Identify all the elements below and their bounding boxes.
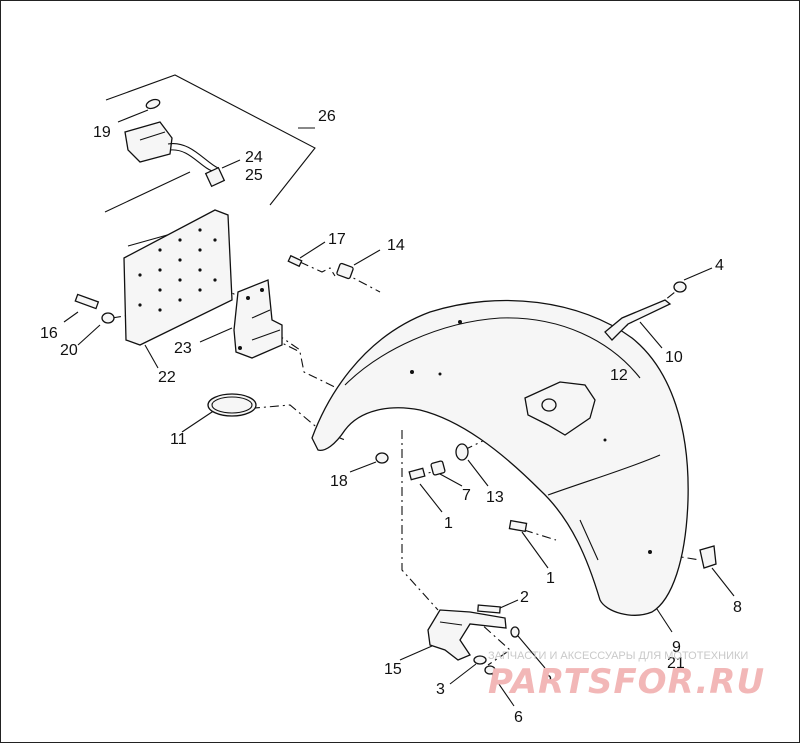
callout-labels: 26 19 24 25 17 14 4 16 20 23 22 10 12 11… [40,108,742,726]
watermark-brand: PARTSFOR.RU [488,662,765,702]
nut-18 [375,452,389,464]
callout-7: 7 [462,487,471,504]
nut-4 [673,281,687,293]
callout-1b: 1 [546,570,555,587]
washer-3 [473,655,487,665]
watermark-tagline: ЗАПЧАСТИ И АКСЕССУАРЫ ДЛЯ МОТОТЕХНИКИ [488,650,748,662]
washer-5 [510,626,520,638]
bolt-16 [74,293,100,310]
washer-13 [455,443,469,461]
callout-9: 9 [672,639,681,656]
tail-lamp-assembly [124,98,226,188]
screw-17 [287,254,303,268]
callout-3: 3 [436,681,445,698]
callout-15: 15 [384,661,402,678]
callout-26: 26 [318,108,336,125]
callout-10: 10 [665,349,683,366]
callout-17: 17 [328,231,346,248]
callout-21: 21 [667,655,685,672]
lower-bracket [427,609,507,661]
mount-bracket [233,279,283,359]
nut-6 [484,665,496,675]
screw-1b [508,519,528,533]
callout-22: 22 [158,369,176,386]
clip-8 [699,545,717,569]
rear-fender [311,299,689,616]
fender-strap [604,299,672,341]
callout-16: 16 [40,325,58,342]
reinforcement-plate [524,381,596,436]
callout-25: 25 [245,167,263,184]
callout-20: 20 [60,342,78,359]
grommet-11 [207,393,257,417]
watermark: ЗАПЧАСТИ И АКСЕССУАРЫ ДЛЯ МОТОТЕХНИКИ PA… [488,650,765,702]
callout-1a: 1 [444,515,453,532]
callout-24: 24 [245,149,263,166]
spacer-14 [336,262,354,280]
callout-13: 13 [486,489,504,506]
license-plate-bracket [123,209,233,346]
callout-4: 4 [715,257,724,274]
callout-11: 11 [170,431,187,448]
callout-5: 5 [543,669,552,686]
callout-14: 14 [387,237,405,254]
callout-2: 2 [520,589,529,606]
callout-8: 8 [733,599,742,616]
callout-6: 6 [514,709,523,726]
callout-12: 12 [610,367,628,384]
callout-18: 18 [330,473,348,490]
screw-2 [477,604,501,614]
spacer-7 [430,460,446,476]
screw-1a [408,467,426,481]
callout-19: 19 [93,124,111,141]
callout-23: 23 [174,340,192,357]
nut-20 [101,312,115,324]
